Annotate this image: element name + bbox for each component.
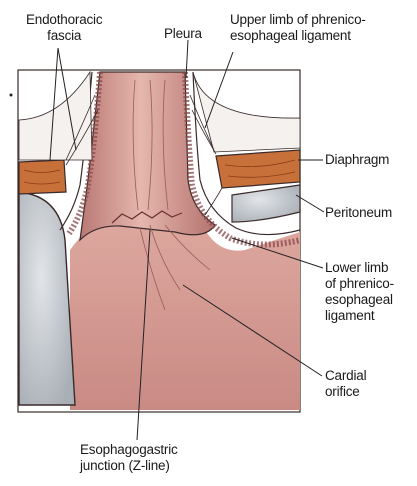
label-ez-junction: Esophagogastric junction (Z-line) <box>80 442 178 474</box>
diaphragm-right <box>216 150 300 188</box>
label-line: esophageal <box>325 292 394 308</box>
label-line: fascia <box>26 28 102 44</box>
label-lower-limb: Lower limb of phrenico- esophageal ligam… <box>325 260 394 324</box>
label-line: esophageal ligament <box>230 28 366 44</box>
label-line: Cardial <box>325 368 366 384</box>
label-upper-limb: Upper limb of phrenico- esophageal ligam… <box>230 12 366 44</box>
label-line: Upper limb of phrenico- <box>230 12 366 28</box>
label-line: Esophagogastric <box>80 442 178 458</box>
label-peritoneum: Peritoneum <box>325 205 392 221</box>
label-endothoracic-fascia: Endothoracic fascia <box>26 12 102 44</box>
edge-mark <box>10 94 13 97</box>
label-line: ligament <box>325 308 394 324</box>
label-diaphragm: Diaphragm <box>325 152 389 168</box>
diaphragm-left <box>19 160 66 194</box>
label-line: junction (Z-line) <box>80 458 178 474</box>
label-line: Endothoracic <box>26 12 102 28</box>
label-line: Lower limb <box>325 260 394 276</box>
label-line: of phrenico- <box>325 276 394 292</box>
label-pleura: Pleura <box>164 26 202 42</box>
label-line: orifice <box>325 384 366 400</box>
label-line: Diaphragm <box>325 152 389 168</box>
label-cardial-orifice: Cardial orifice <box>325 368 366 400</box>
label-line: Pleura <box>164 26 202 42</box>
label-line: Peritoneum <box>325 205 392 221</box>
